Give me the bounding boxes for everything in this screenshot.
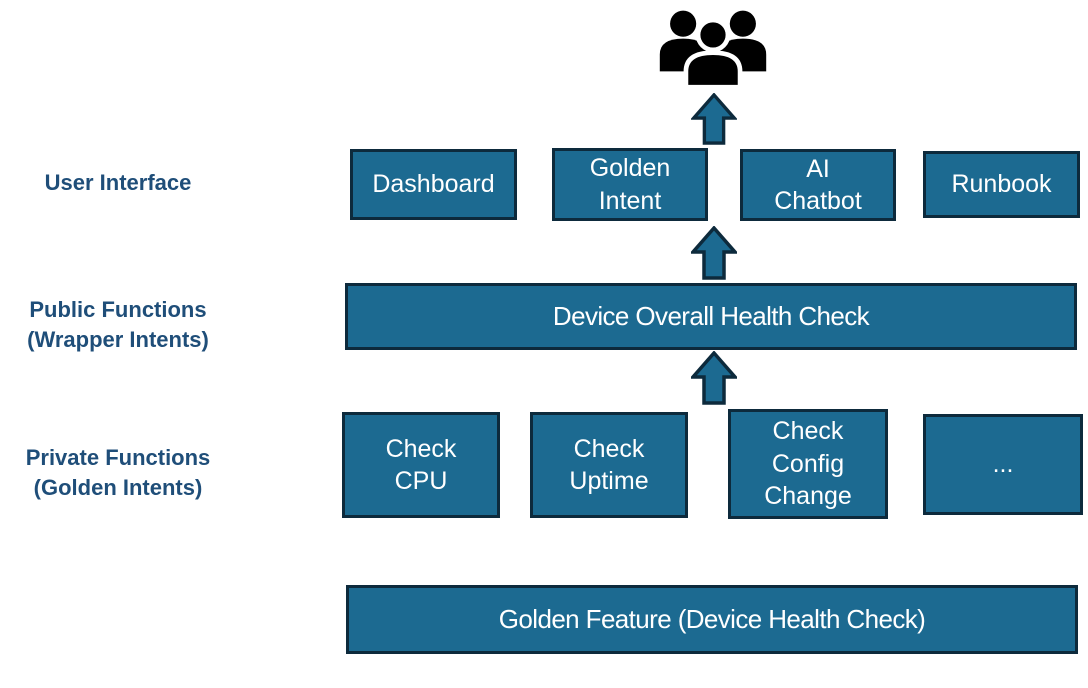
box-dashboard: Dashboard (350, 149, 517, 220)
box-golden-feature: Golden Feature (Device Health Check) (346, 585, 1078, 654)
layer-label-private-functions: Private Functions(Golden Intents) (25, 445, 211, 500)
three-users-icon (659, 10, 767, 90)
box-runbook: Runbook (923, 151, 1080, 218)
layer-label-user-interface: User Interface (44, 170, 192, 195)
block-arrow-up-icon (691, 226, 737, 280)
block-arrow-up-icon (691, 93, 737, 145)
block-arrow-up-icon (691, 351, 737, 405)
box-more-intents: ... (923, 414, 1083, 515)
box-device-overall-health-check: Device Overall Health Check (345, 283, 1077, 350)
layer-label-public-functions: Public Functions(Wrapper Intents) (27, 297, 209, 352)
